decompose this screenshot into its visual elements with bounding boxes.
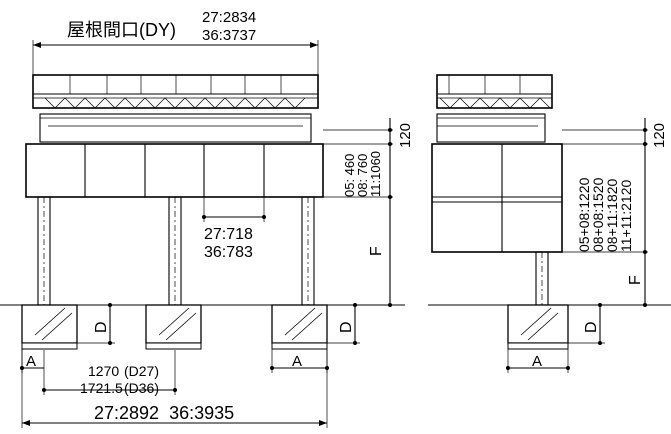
- roof-width-label: 屋根間口(DY): [67, 20, 176, 40]
- side-dim-120: 120: [651, 123, 668, 148]
- total-width-label: 27:2892 36:3935: [94, 403, 234, 423]
- roof-frame: [32, 74, 319, 143]
- depth-dimension-left: [77, 303, 115, 345]
- side-view: D A 05+08:1220 08+08:1520 08+11:1820 11+…: [428, 74, 671, 373]
- side-foundation: [507, 304, 569, 350]
- pitch-36-tag: (D36): [124, 380, 159, 396]
- front-dim-120: 120: [397, 123, 414, 148]
- front-label-F: F: [368, 246, 385, 256]
- depth-label-right: D: [338, 321, 355, 333]
- roof-width-36: 36:3737: [202, 27, 256, 44]
- side-roof: [436, 74, 553, 143]
- footing-width-label-right: A: [292, 353, 302, 370]
- front-height-08: 08: 760: [355, 154, 370, 197]
- side-depth-dimension: [568, 303, 605, 345]
- post-pitch-dimension: [42, 350, 177, 395]
- side-footing-width-label: A: [532, 353, 542, 370]
- pitch-27-tag: (D27): [124, 363, 159, 379]
- side-height-08b: 08+11:1820: [604, 178, 620, 252]
- front-foundations: [21, 304, 328, 350]
- pitch-27-value: 1270: [88, 363, 119, 379]
- support-spacing-36: 36:783: [204, 244, 253, 261]
- side-footing-width-dimension: [506, 349, 570, 373]
- side-height-08: 08+08:1520: [590, 177, 606, 252]
- front-panel: [25, 143, 324, 198]
- side-height-05: 05+08:1220: [576, 177, 592, 252]
- side-label-F: F: [627, 275, 644, 285]
- side-panel: [431, 143, 563, 253]
- total-width-dimension: [21, 349, 328, 428]
- roof-width-27: 27:2834: [202, 9, 256, 26]
- footing-width-label-left: A: [26, 353, 36, 370]
- front-height-dimensions: [323, 118, 393, 307]
- front-view: 屋根間口(DY) 27:2834 36:3737: [0, 9, 414, 428]
- depth-label-left: D: [93, 321, 110, 333]
- side-depth-label: D: [583, 321, 600, 333]
- side-height-11: 11+11:2120: [618, 180, 634, 252]
- front-height-05: 05: 460: [342, 154, 357, 197]
- support-spacing-27: 27:718: [204, 226, 253, 243]
- pitch-36-value: 1721.5: [80, 380, 123, 396]
- roof-width-dimension: [32, 40, 319, 75]
- support-spacing-dimension: [202, 197, 266, 222]
- depth-dimension-right: [327, 303, 360, 345]
- front-height-11: 11:1060: [368, 151, 383, 197]
- side-height-dimensions: [562, 118, 648, 307]
